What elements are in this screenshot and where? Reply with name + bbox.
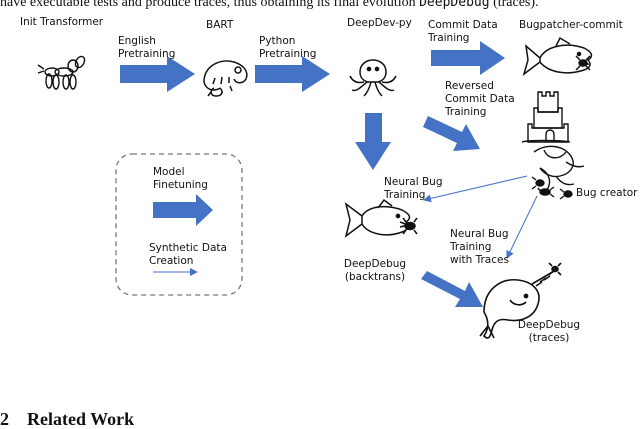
python-pretraining-arrow	[255, 56, 330, 92]
node-label-bugpatcher-commit: Bugpatcher-commit	[519, 19, 623, 31]
edge-label-neural-bug-training: Neural Bug Training	[384, 176, 443, 201]
legend-label-model-finetuning: Model Finetuning	[153, 166, 208, 191]
balloon-dog-icon	[37, 55, 86, 90]
section-heading: 2 Related Work	[0, 409, 134, 429]
narwhal-icon	[479, 262, 562, 339]
edge-label-english-pretraining: English Pretraining	[118, 35, 176, 60]
node-label-bart: BART	[206, 19, 234, 31]
edge-label-python-pretraining: Python Pretraining	[259, 35, 317, 60]
dragon-icon	[531, 145, 585, 200]
chameleon-icon	[203, 60, 248, 97]
fish-with-bug-icon	[344, 198, 418, 238]
synthetic-arrow-to-traces	[506, 195, 538, 259]
legend-box	[115, 153, 243, 296]
node-label-bug-creator: Bug creator	[576, 187, 638, 199]
section-title: Related Work	[27, 409, 135, 429]
reversed-commit-arrow	[423, 116, 480, 151]
neural-bug-down-arrow	[355, 113, 391, 170]
octopus-icon	[349, 59, 397, 97]
traces-arrow	[421, 271, 483, 307]
section-number: 2	[0, 409, 9, 429]
edge-label-reversed-commit-data-training: Reversed Commit Data Training	[445, 80, 515, 118]
fish-with-bug-icon	[522, 36, 593, 76]
node-label-deepdev-py: DeepDev-py	[347, 17, 412, 29]
synthetic-arrow-to-neural	[423, 175, 528, 203]
english-pretraining-arrow	[120, 56, 195, 92]
code-term: DeepDebug	[419, 0, 490, 10]
commit-data-arrow	[431, 41, 505, 75]
caption-line: have executable tests and produce traces…	[0, 0, 539, 11]
castle-icon	[521, 91, 571, 143]
legend-label-synthetic-data-creation: Synthetic Data Creation	[149, 242, 227, 267]
legend-finetune-arrow	[153, 194, 213, 226]
edge-label-neural-bug-training-traces: Neural Bug Training with Traces	[450, 228, 509, 266]
node-label-init-transformer: Init Transformer	[20, 16, 104, 28]
edge-label-commit-data-training: Commit Data Training	[428, 19, 498, 44]
node-label-deepdebug-backtrans: DeepDebug (backtrans)	[343, 258, 407, 283]
node-label-deepdebug-traces: DeepDebug (traces)	[517, 319, 581, 344]
